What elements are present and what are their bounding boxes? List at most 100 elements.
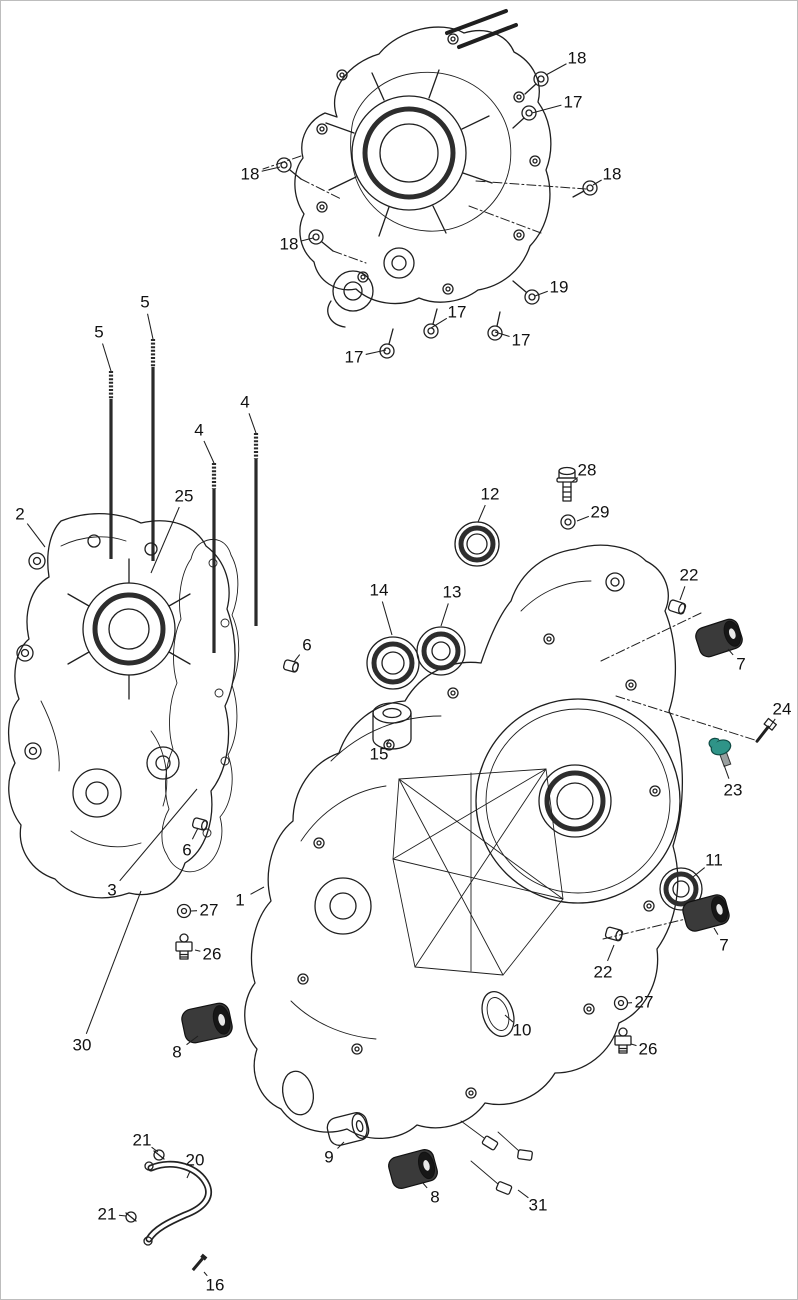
leader-line (630, 1043, 637, 1047)
callout-label: 7 (719, 936, 728, 955)
leader-line (768, 718, 776, 729)
leader-line (607, 944, 615, 962)
bushing-15 (372, 702, 412, 750)
callout-label: 16 (206, 1276, 225, 1295)
callout-label: 17 (512, 331, 531, 350)
leader-line (545, 63, 567, 76)
dowel-pin-22 (667, 599, 687, 615)
callout-label: 18 (241, 165, 260, 184)
callout-label: 26 (203, 945, 222, 964)
bearing-13 (416, 626, 466, 676)
roller-7 (695, 618, 743, 658)
oil-plug-23 (708, 737, 732, 768)
leader-line (679, 586, 686, 601)
callout-label: 23 (724, 781, 743, 800)
leader-line (727, 648, 734, 656)
roller-8 (181, 1002, 233, 1044)
bolt-icon (308, 229, 367, 264)
washer-27 (613, 995, 629, 1011)
bolt-icon (512, 105, 537, 129)
bolt-icon (379, 328, 395, 359)
roller-7 (682, 894, 730, 932)
callout-label: 27 (635, 993, 654, 1012)
leader-line (531, 104, 562, 114)
leader-line (118, 1214, 127, 1217)
callout-label: 17 (345, 348, 364, 367)
leader-line (248, 413, 257, 434)
callout-label: 21 (133, 1131, 152, 1150)
bearings-art (366, 521, 703, 911)
leader-line (421, 1181, 428, 1189)
callout-label: 22 (594, 963, 613, 982)
clamp-21 (153, 1149, 165, 1161)
leader-line (723, 764, 730, 779)
leader-line (300, 237, 314, 242)
main-crankcase-art (244, 544, 759, 1140)
callout-label: 9 (324, 1148, 333, 1167)
callout-label: 24 (773, 700, 792, 719)
leader-line (102, 343, 112, 372)
leader-line (571, 477, 578, 483)
callout-label: 14 (370, 581, 389, 600)
callout-label: 28 (578, 461, 597, 480)
clamp-21 (125, 1211, 137, 1223)
callout-label: 15 (370, 745, 389, 764)
bushing-9 (326, 1112, 370, 1146)
callout-label: 6 (302, 636, 311, 655)
leader-line (337, 1141, 345, 1149)
dowel-pin-6 (282, 659, 300, 673)
leader-line (494, 331, 510, 337)
fan-cover-art (262, 9, 587, 328)
dowel-pin-6 (191, 817, 209, 831)
callout-label: 4 (240, 393, 249, 412)
cover-bolts (276, 71, 598, 359)
callout-label: 31 (529, 1196, 548, 1215)
drain-bolt-28 (556, 466, 578, 502)
bearing-12 (454, 521, 500, 567)
callout-label: 8 (430, 1188, 439, 1207)
callout-label: 18 (603, 165, 622, 184)
rollers-art (181, 618, 743, 1189)
leader-line (261, 166, 281, 172)
bolt-24 (755, 717, 777, 743)
leader-line (150, 506, 180, 574)
leader-line (713, 927, 719, 935)
leader-line (147, 313, 154, 340)
callout-label: 8 (172, 1043, 181, 1062)
leader-line (151, 1146, 159, 1153)
callout-label: 7 (736, 655, 745, 674)
callout-label: 30 (73, 1036, 92, 1055)
leader-line (186, 1035, 199, 1046)
callout-label: 19 (550, 278, 569, 297)
left-crankcase-art (7, 512, 240, 899)
leader-line (517, 1189, 529, 1199)
leader-line (26, 523, 46, 548)
roller-8 (388, 1149, 438, 1189)
small-parts-art (125, 466, 777, 1272)
callout-label: 4 (194, 421, 203, 440)
bearing-11 (659, 867, 703, 911)
leader-line (203, 440, 215, 464)
oil-pipe-20 (143, 1160, 212, 1246)
callout-label: 25 (175, 487, 194, 506)
callout-label: 18 (280, 235, 299, 254)
leader-line (365, 349, 387, 355)
washer-29 (560, 514, 576, 530)
callout-label: 26 (639, 1040, 658, 1059)
leader-line (430, 317, 448, 329)
callout-label: 13 (443, 583, 462, 602)
leader-line (477, 504, 486, 523)
callout-label: 22 (680, 566, 699, 585)
callout-label: 1 (235, 891, 244, 910)
bolt-icon (524, 71, 549, 95)
callout-label: 17 (564, 93, 583, 112)
callout-label: 27 (200, 901, 219, 920)
callout-label: 2 (15, 505, 24, 524)
callout-label: 12 (481, 485, 500, 504)
bolt-icon (423, 308, 439, 339)
leader-line (119, 788, 198, 882)
breather-bolt-26 (614, 1027, 632, 1054)
leader-line (203, 1271, 208, 1277)
